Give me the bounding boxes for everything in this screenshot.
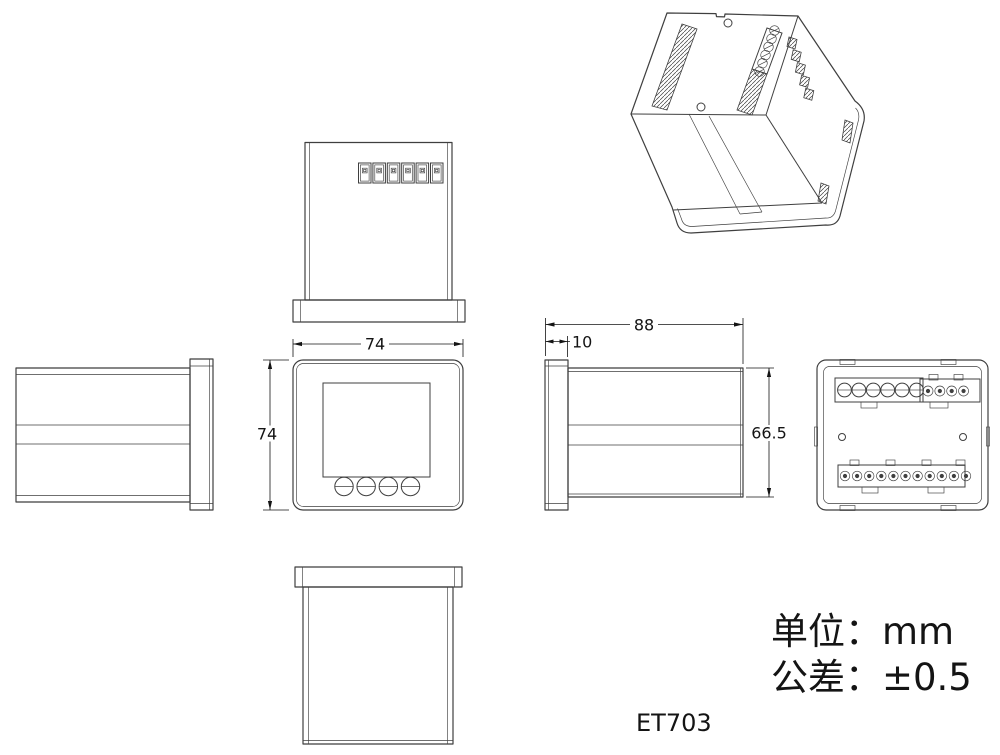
front-button — [378, 476, 399, 497]
dim-label-front-width: 74 — [365, 335, 385, 354]
dimension-front-width: 74 — [292, 335, 464, 357]
pin-terminal — [888, 470, 899, 482]
pin-terminal — [900, 470, 911, 482]
back-housing — [816, 359, 989, 511]
top-terminal — [415, 162, 430, 184]
dimension-bezel-depth: 10 — [545, 333, 592, 357]
top-body — [304, 141, 453, 301]
side-body — [567, 367, 744, 498]
front-button — [356, 476, 376, 497]
screw-terminal — [909, 382, 924, 398]
front-bezel-edge — [292, 299, 466, 323]
top-terminal — [372, 162, 386, 184]
side-view-left — [15, 358, 214, 511]
iso-outline — [630, 12, 865, 234]
dimension-total-depth: 88 — [545, 316, 744, 364]
screw-terminal — [880, 382, 896, 398]
iso-vent-slot — [786, 36, 798, 50]
front-bezel-edge — [189, 358, 214, 511]
screw-terminal — [894, 382, 910, 398]
mounting-hole — [723, 18, 733, 28]
pin-terminals-top — [922, 385, 969, 397]
iso-terminal-strip — [651, 23, 698, 111]
top-terminal — [386, 162, 401, 184]
pin-terminal — [839, 470, 851, 482]
iso-vent-slot — [790, 49, 802, 63]
pin-terminal — [946, 385, 958, 397]
iso-screw-strip — [751, 27, 783, 75]
mounting-clip — [986, 426, 990, 447]
screw-terminal — [837, 382, 852, 398]
front-button-row — [334, 476, 421, 497]
front-bezel — [292, 359, 464, 511]
pin-terminal — [958, 385, 969, 397]
pin-terminal — [924, 470, 935, 482]
pin-terminal — [851, 470, 863, 482]
top-view — [292, 141, 466, 323]
pin-terminal — [912, 470, 923, 482]
iso-vent-slot — [794, 62, 806, 76]
bottom-view — [294, 566, 463, 745]
iso-vent-slot — [803, 87, 815, 101]
iso-vent-slot — [799, 74, 811, 88]
pin-terminals-bottom — [839, 470, 972, 482]
isometric-view — [630, 12, 865, 234]
screw-terminal — [851, 382, 867, 398]
front-view — [292, 359, 464, 511]
pin-terminal — [960, 470, 972, 482]
iso-side-vent-slots — [786, 36, 815, 101]
front-button — [334, 476, 354, 497]
dimension-front-height: 74 — [253, 359, 289, 511]
model-label: ET703 — [636, 709, 712, 737]
front-button — [400, 476, 421, 497]
side-body — [15, 367, 191, 503]
bottom-body — [302, 586, 454, 745]
mounting-hole — [696, 102, 706, 112]
iso-clip — [841, 119, 854, 144]
iso-screw-terminals — [754, 25, 780, 77]
iso-clip — [817, 182, 830, 205]
display-window — [322, 382, 431, 478]
top-view-terminal-strip — [358, 162, 444, 184]
pin-terminal — [948, 470, 960, 482]
side-view-right — [544, 359, 744, 511]
front-bezel-edge — [294, 566, 463, 588]
unit-note: 单位：mm — [771, 610, 955, 653]
top-terminal — [401, 162, 415, 184]
mounting-hole — [959, 433, 967, 441]
screw-terminals — [837, 382, 924, 398]
mounting-clip — [814, 426, 818, 447]
back-view — [814, 359, 990, 511]
pin-terminal — [864, 470, 875, 482]
mounting-hole — [838, 433, 846, 441]
dim-label-total-depth: 88 — [634, 316, 654, 335]
iso-screw-terminal — [769, 25, 780, 36]
pin-terminal-block-top — [919, 378, 981, 403]
dim-label-bezel-depth: 10 — [572, 333, 592, 352]
pin-terminal — [936, 470, 947, 482]
screw-terminal — [865, 382, 881, 398]
pin-terminal — [934, 385, 946, 397]
pin-terminal — [876, 470, 887, 482]
dimension-body-height: 66.5 — [746, 367, 788, 498]
top-terminal — [430, 162, 444, 184]
tolerance-note: 公差：±0.5 — [771, 656, 972, 699]
pin-terminal — [922, 385, 934, 397]
dim-label-front-height: 74 — [257, 425, 277, 444]
top-terminal — [358, 162, 372, 184]
dim-label-body-height: 66.5 — [751, 424, 787, 443]
